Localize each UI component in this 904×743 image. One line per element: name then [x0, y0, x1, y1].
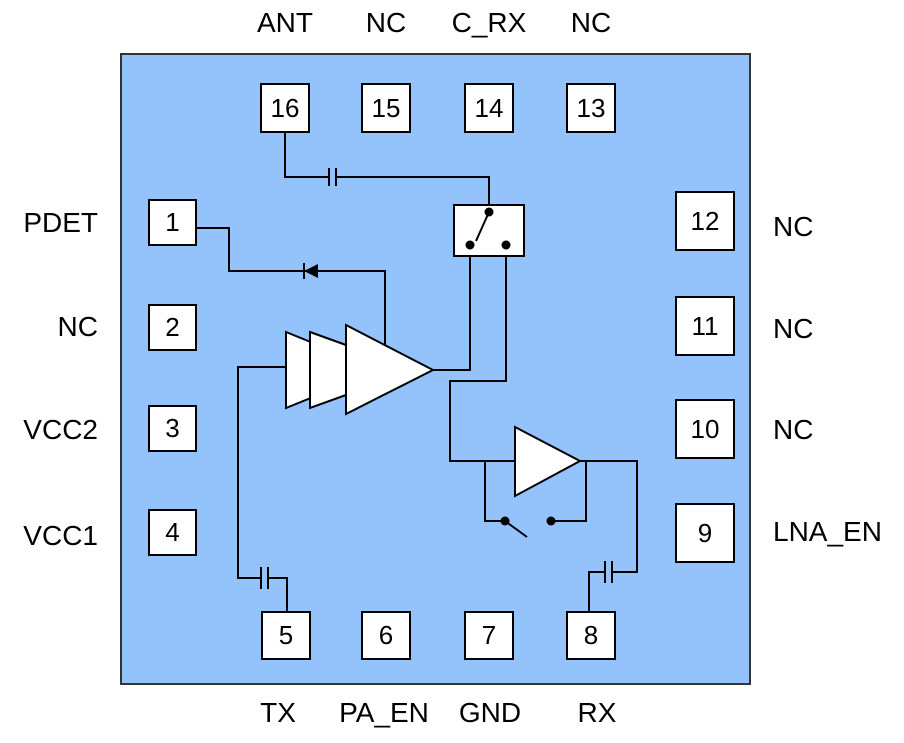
pin-2: 2: [148, 304, 197, 351]
pin-3-number: 3: [165, 413, 179, 443]
pin-4-number: 4: [165, 517, 179, 547]
pin-4: 4: [148, 509, 197, 556]
pin-1-number: 1: [165, 207, 179, 237]
pin-14-label: C_RX: [452, 7, 527, 38]
internal-wiring: [196, 132, 638, 612]
pin-8: 8: [566, 611, 616, 660]
pin-6-number: 6: [379, 620, 393, 650]
pin-13-label: NC: [571, 7, 611, 38]
low-noise-amplifier: [514, 425, 583, 498]
pin-14: 14: [464, 83, 514, 133]
pin-11-label: NC: [773, 313, 813, 344]
pin-15-label: NC: [366, 7, 406, 38]
pin-8-number: 8: [584, 620, 598, 650]
pin-9-number: 9: [698, 518, 712, 548]
pin-16: 16: [260, 83, 310, 133]
pin-3: 3: [148, 405, 197, 452]
pin-12-label: NC: [773, 211, 813, 242]
pin-10-number: 10: [691, 414, 720, 444]
pin-7-number: 7: [482, 620, 496, 650]
power-amplifier: [285, 323, 436, 416]
tr-switch: [453, 204, 525, 257]
pin-10-label: NC: [773, 414, 813, 445]
pin-16-number: 16: [271, 93, 300, 123]
pin-2-label: NC: [58, 311, 98, 342]
pin-2-number: 2: [165, 312, 179, 342]
pin-6-label: PA_EN: [339, 697, 429, 728]
pin-15: 15: [361, 83, 411, 133]
pin-5: 5: [261, 611, 311, 660]
pin-4-label: VCC1: [23, 520, 98, 551]
pin-15-number: 15: [372, 93, 401, 123]
pin-16-label: ANT: [257, 7, 313, 38]
pin-8-label: RX: [578, 697, 617, 728]
pin-12-number: 12: [691, 206, 720, 236]
pin-14-number: 14: [475, 93, 504, 123]
pin-10: 10: [675, 399, 735, 459]
pin-9: 9: [675, 503, 735, 563]
pin-1-label: PDET: [23, 207, 98, 238]
pin-12: 12: [675, 191, 735, 251]
pin-11-number: 11: [692, 311, 719, 341]
pin-1: 1: [148, 199, 197, 246]
pin-13-number: 13: [577, 93, 606, 123]
pin-13: 13: [566, 83, 616, 133]
pin-6: 6: [361, 611, 411, 660]
pin-7-label: GND: [459, 697, 521, 728]
pin-3-label: VCC2: [23, 414, 98, 445]
pin-5-label: TX: [260, 697, 296, 728]
bypass-switch: [500, 516, 556, 526]
pin-9-label: LNA_EN: [773, 516, 882, 547]
pin-5-number: 5: [279, 620, 293, 650]
pin-11: 11: [675, 296, 735, 356]
pin-7: 7: [464, 611, 514, 660]
